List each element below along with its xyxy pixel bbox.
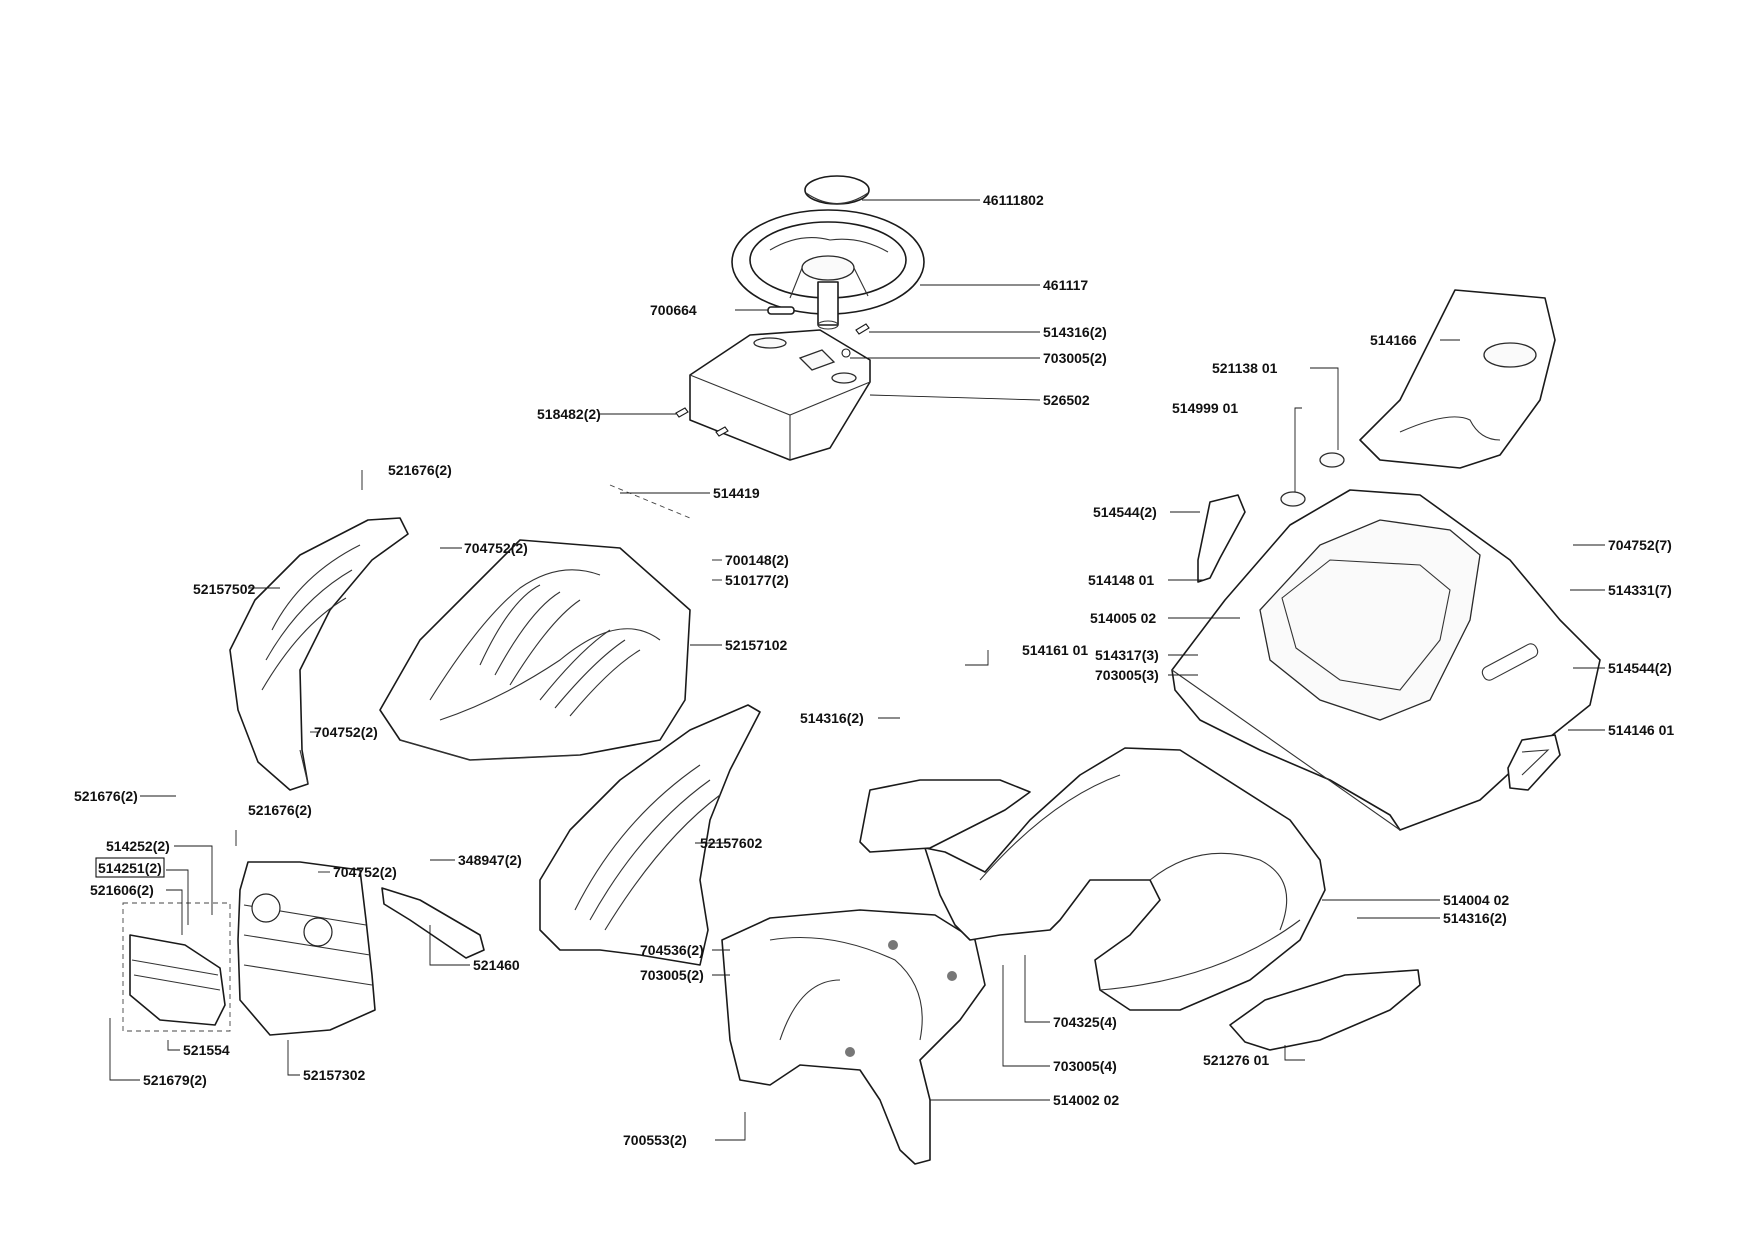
part-label: 703005(3) — [1095, 667, 1159, 683]
part-label: 514544(2) — [1093, 504, 1157, 520]
console-screws — [675, 323, 870, 437]
part-label: 704752(2) — [333, 864, 397, 880]
steering-cap — [804, 175, 870, 205]
seat — [1359, 289, 1556, 469]
part-label: 514316(2) — [1443, 910, 1507, 926]
part-label: 52157602 — [700, 835, 763, 851]
part-label: 703005(4) — [1053, 1058, 1117, 1074]
part-label: 704325(4) — [1053, 1014, 1117, 1030]
bracket — [381, 887, 485, 959]
part-label: 703005(2) — [640, 967, 704, 983]
part-label: 514331(7) — [1608, 582, 1672, 598]
part-label: 514999 01 — [1172, 400, 1238, 416]
part-label: 704536(2) — [640, 942, 704, 958]
dash-console — [689, 329, 871, 461]
part-label: 704752(2) — [314, 724, 378, 740]
part-label: 514002 02 — [1053, 1092, 1119, 1108]
left-footplate — [859, 779, 1031, 853]
part-label: 704752(2) — [464, 540, 528, 556]
part-label: 703005(2) — [1043, 350, 1107, 366]
part-label: 514005 02 — [1090, 610, 1156, 626]
part-label: 348947(2) — [458, 852, 522, 868]
part-label: 521679(2) — [143, 1072, 207, 1088]
part-label: 46111802 — [983, 192, 1044, 208]
part-label: 521676(2) — [248, 802, 312, 818]
steering-pin — [767, 306, 795, 315]
part-label: 526502 — [1043, 392, 1090, 408]
part-label: 521676(2) — [74, 788, 138, 804]
part-label: 514316(2) — [1043, 324, 1107, 340]
right-footplate — [1229, 969, 1421, 1051]
hood-plate — [609, 484, 691, 519]
part-label: 700148(2) — [725, 552, 789, 568]
left-grip — [1197, 494, 1246, 583]
part-label: 521276 01 — [1203, 1052, 1269, 1068]
headlight-box — [122, 902, 231, 1032]
part-label: 52157302 — [303, 1067, 366, 1083]
part-label: 52157502 — [193, 581, 256, 597]
part-label: 514317(3) — [1095, 647, 1159, 663]
rear-fender — [924, 747, 1326, 1011]
part-label: 518482(2) — [537, 406, 601, 422]
part-label: 521138 01 — [1212, 360, 1278, 376]
part-label: 52157102 — [725, 637, 788, 653]
part-label: 514316(2) — [800, 710, 864, 726]
part-label: 521554 — [183, 1042, 230, 1058]
part-label: 514146 01 — [1608, 722, 1674, 738]
part-label: 514161 01 — [1022, 642, 1088, 658]
grille-frame — [237, 861, 376, 1036]
bump-stops — [1280, 452, 1345, 507]
part-label: 514166 — [1370, 332, 1417, 348]
part-label: 700553(2) — [623, 1132, 687, 1148]
part-label: 700664 — [650, 302, 697, 318]
part-label: 514544(2) — [1608, 660, 1672, 676]
hood — [379, 539, 691, 761]
part-label: 514148 01 — [1088, 572, 1154, 588]
headlight-lens — [129, 934, 226, 1026]
right-grip — [1507, 734, 1561, 791]
part-label: 521676(2) — [388, 462, 452, 478]
part-label: 704752(7) — [1608, 537, 1672, 553]
front-bumper — [721, 909, 986, 1165]
right-side-panel — [539, 704, 761, 966]
part-labels: 46111802 461117 700664 514316(2) 703005(… — [74, 192, 1674, 1148]
part-label: 514419 — [713, 485, 760, 501]
part-label: 521606(2) — [90, 882, 154, 898]
part-label: 514004 02 — [1443, 892, 1509, 908]
part-label: 461117 — [1043, 277, 1088, 293]
part-label: 514251(2) — [98, 860, 162, 876]
part-label: 514252(2) — [106, 838, 170, 854]
steering-wheel — [731, 209, 925, 330]
part-label: 510177(2) — [725, 572, 789, 588]
left-side-panel — [229, 517, 409, 791]
leader-lines — [109, 199, 1605, 1141]
part-label: 521460 — [473, 957, 520, 973]
